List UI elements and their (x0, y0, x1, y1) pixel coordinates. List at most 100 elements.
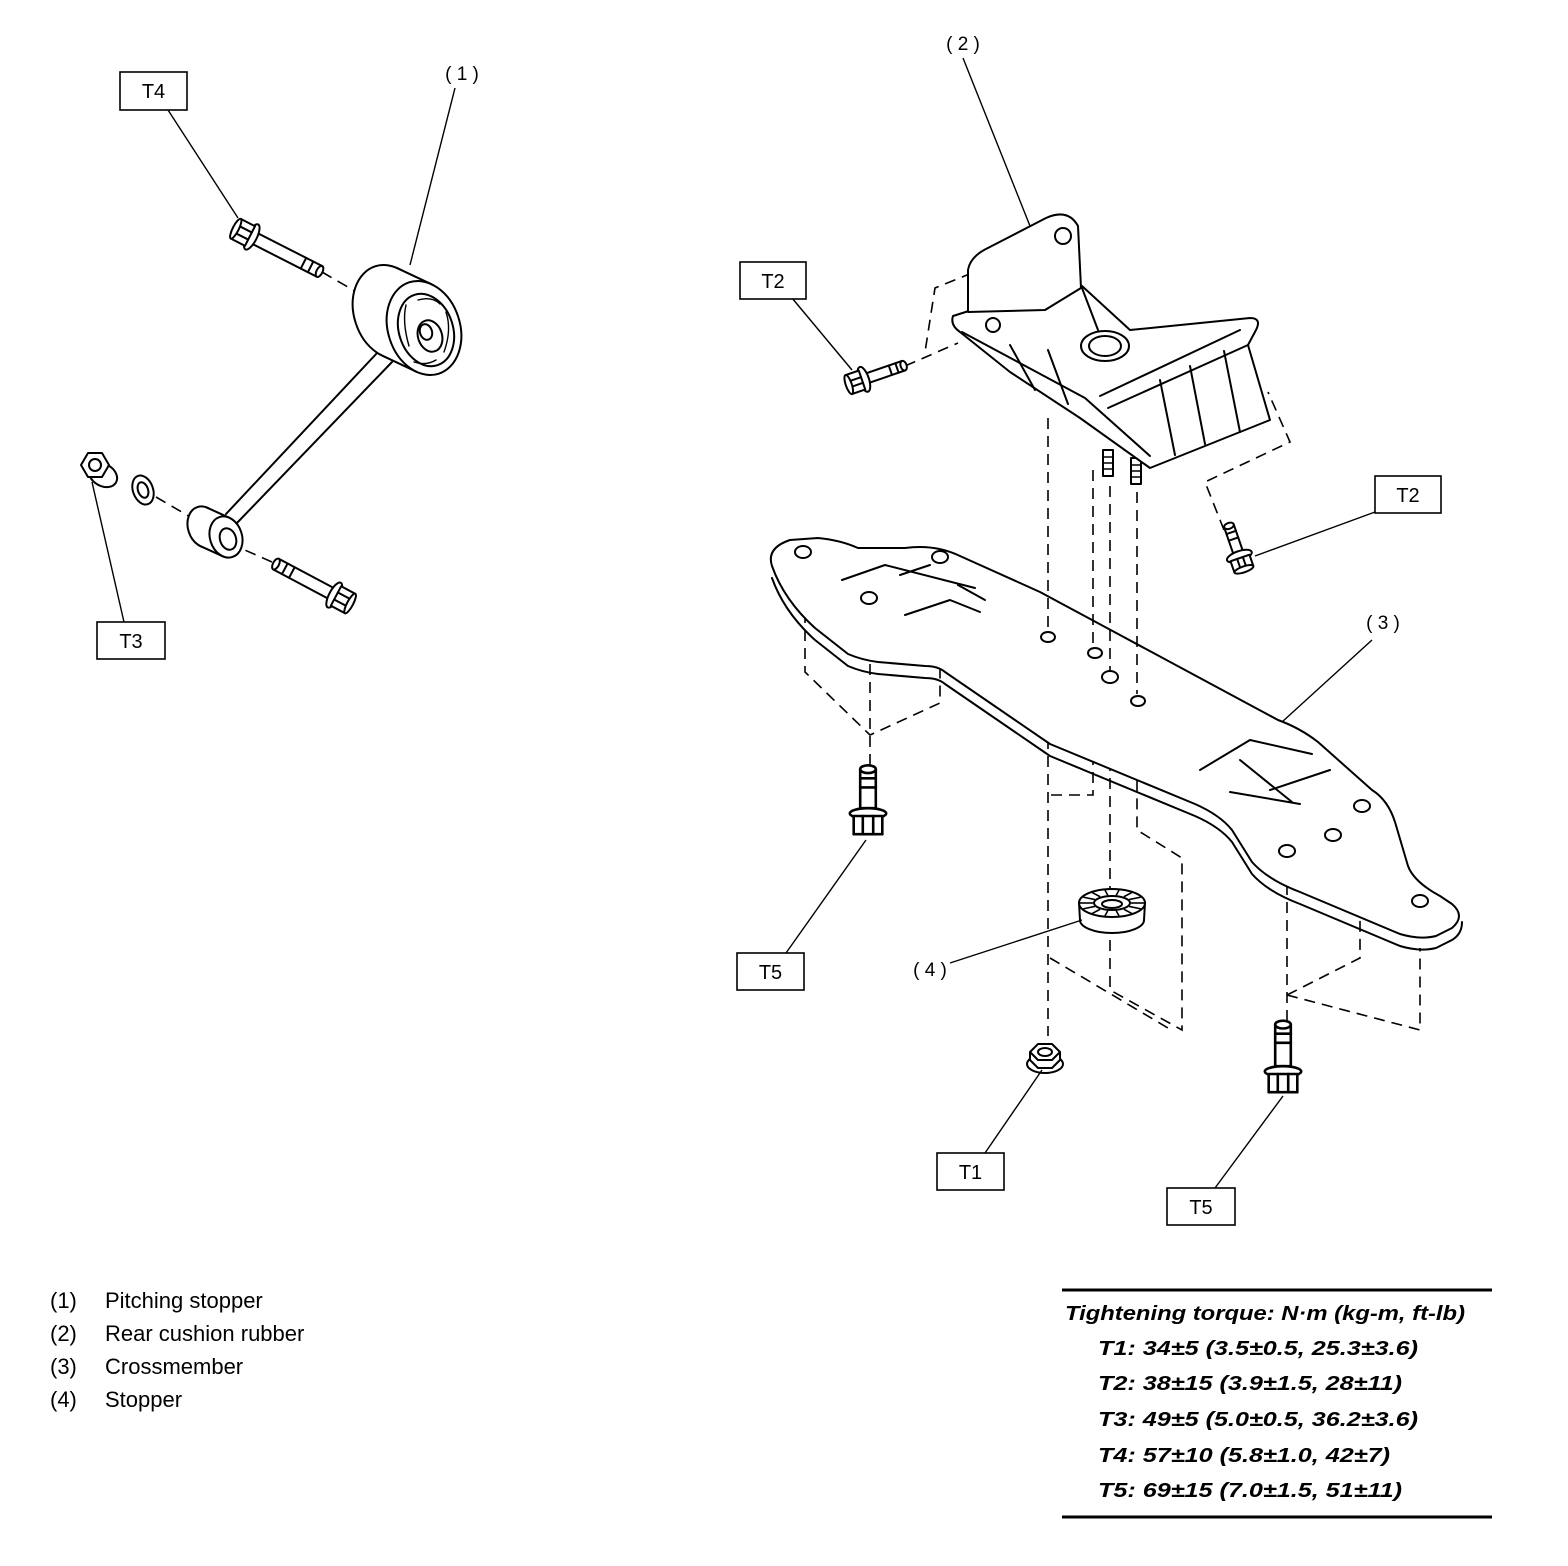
upper-assembly-lines (904, 272, 1292, 694)
large-bushing-rubber-rib (403, 297, 450, 365)
cushion-bracket-base (951, 285, 1271, 469)
bolt-thread (280, 562, 296, 579)
torque-tag-t2-left: T2 (739, 261, 807, 300)
tag-label: T3 (119, 631, 142, 653)
stopper-tooth (1115, 889, 1120, 896)
bolt-thread (1225, 529, 1240, 542)
nut-bore (88, 458, 102, 472)
crossmember-hole (931, 550, 949, 564)
tag-box (736, 952, 805, 991)
leader-t2-left (791, 297, 853, 371)
callout-4: ( 4 ) (913, 960, 947, 981)
stopper-tooth (1128, 896, 1141, 901)
crossmember-hole (1130, 695, 1146, 707)
tag-box (936, 1152, 1005, 1191)
stopper-tooth (1083, 905, 1096, 910)
bolt-head (852, 814, 884, 836)
leader-t3 (91, 481, 125, 623)
legend-part-name: Crossmember (105, 1354, 243, 1379)
tag-box (1374, 475, 1442, 514)
stopper-tooth (1115, 910, 1120, 917)
crossmember-hole (1101, 670, 1119, 684)
cushion-stud (1130, 457, 1142, 485)
assembly-line-washer (155, 496, 193, 519)
tightening-torque-table: Tightening torque: N·m (kg-m, ft-lb) T1:… (1062, 1288, 1492, 1519)
bolt-lower-pitching-stopper (271, 557, 357, 615)
torque-row-t2: T2: 38±15 (3.9±1.5, 28±11) (1098, 1373, 1402, 1395)
torque-tag-t1: T1 (936, 1152, 1005, 1191)
bolt-t5-left (848, 764, 888, 836)
rear-cushion-rubber (951, 213, 1271, 485)
stopper-tooth (1091, 891, 1101, 898)
cushion-stud (1102, 449, 1114, 477)
pitching-stopper-rod-upper-edge (225, 351, 379, 515)
crossmember-hole (1087, 647, 1103, 659)
legend-part-name: Rear cushion rubber (105, 1321, 304, 1346)
leader-callout-2 (962, 57, 1031, 227)
parts-legend: (1) Pitching stopper (2) Rear cushion ru… (50, 1288, 304, 1412)
torque-tag-t3: T3 (96, 621, 166, 660)
stopper-tooth (1123, 891, 1133, 898)
bolt-tip (271, 557, 281, 571)
bracket-rib (1009, 287, 1099, 405)
assembly-line-stud-a (1109, 688, 1183, 1032)
bolt-head-edge (861, 814, 875, 836)
washer (131, 474, 155, 506)
legend-number: (3) (50, 1354, 77, 1379)
cushion-bracket-upright-plate (967, 213, 1082, 313)
bolt-t2-right (1223, 521, 1255, 575)
leader-callout-3 (1281, 639, 1373, 723)
stopper-tooth (1104, 910, 1109, 917)
torque-row-t1: T1: 34±5 (3.5±0.5, 25.3±3.6) (1098, 1338, 1418, 1360)
torque-tag-t4: T4 (119, 71, 188, 111)
crossmember (769, 537, 1463, 951)
bolt-t4 (229, 217, 325, 278)
assembly-line-t2-right (1203, 391, 1292, 531)
stopper-bore (1101, 899, 1123, 909)
stopper-tooth (1091, 908, 1101, 915)
bolt-head (1267, 1072, 1299, 1094)
bolt-head-end (1233, 564, 1255, 575)
crossmember-thickness-edge (771, 577, 1463, 951)
cushion-rubber-boss-inner (1088, 335, 1122, 357)
bolt-tip (314, 264, 325, 278)
legend-part-name: Stopper (105, 1387, 182, 1412)
stopper (1078, 888, 1146, 934)
tag-box (96, 621, 166, 660)
pitching-stopper-large-bushing (351, 264, 463, 376)
legend-number: (4) (50, 1387, 77, 1412)
stopper-tooth (1083, 896, 1096, 901)
crossmember-left-rib (841, 564, 986, 616)
torque-row-t3: T3: 49±5 (5.0±0.5, 36.2±3.6) (1098, 1409, 1418, 1431)
large-bushing-hub-bore (418, 323, 434, 341)
bolt-tip (1273, 1019, 1293, 1030)
bolt-thread (299, 256, 315, 274)
tag-label: T5 (759, 962, 782, 984)
nut-t1 (1026, 1043, 1064, 1074)
bolt-tip (899, 359, 908, 372)
torque-tag-t2-right: T2 (1374, 475, 1442, 514)
tag-label: T5 (1189, 1197, 1212, 1219)
nut-bore (1037, 1047, 1053, 1057)
crossmember-hole (1324, 828, 1342, 842)
large-bushing-inner-ring (396, 292, 456, 368)
leader-callout-1 (409, 87, 456, 266)
crossmember-right-rib (1199, 739, 1331, 805)
stopper-tooth (1123, 908, 1133, 915)
callout-2: ( 2 ) (946, 34, 980, 55)
rubber-block-rib (1159, 350, 1241, 456)
leader-callout-4 (949, 919, 1083, 964)
assembly-line-stopper (1049, 957, 1169, 1029)
crossmember-hole (794, 545, 812, 559)
torque-table-heading: Tightening torque: N·m (kg-m, ft-lb) (1065, 1303, 1465, 1325)
bolt-head-end (229, 217, 243, 240)
stud-thread (1130, 464, 1142, 478)
washer-inner (136, 481, 150, 499)
legend-number: (2) (50, 1321, 77, 1346)
leader-t5-right (1214, 1095, 1284, 1189)
bolt-head-end (843, 374, 855, 396)
stud-thread (1102, 456, 1114, 470)
bolt-shank (858, 767, 878, 810)
crossmember-hole (860, 591, 878, 605)
